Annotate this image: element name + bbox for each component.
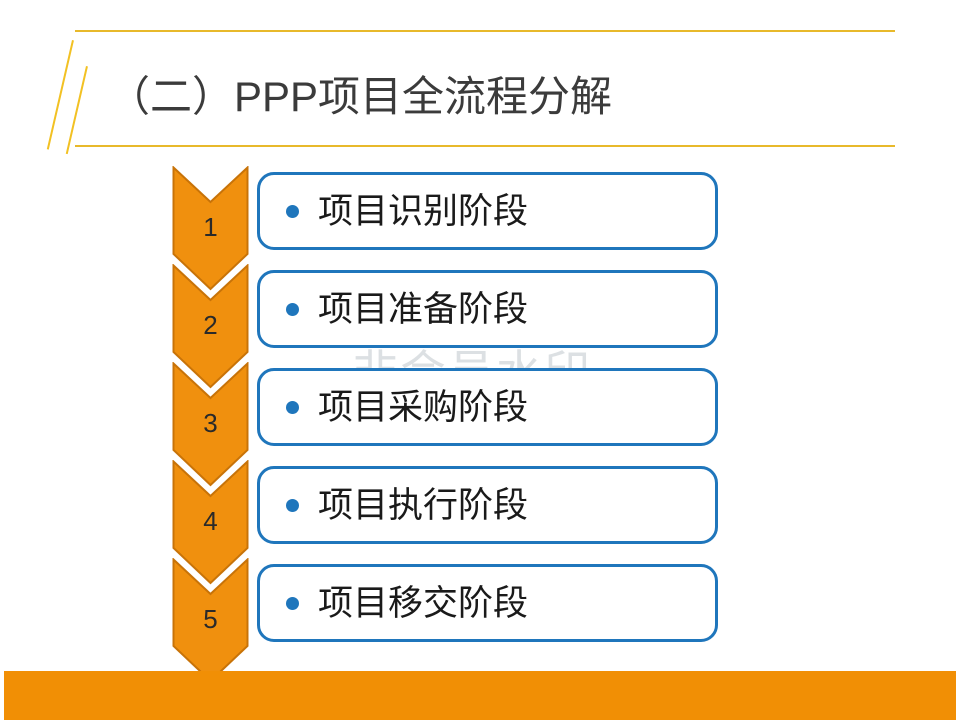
- bullet-icon: [286, 204, 299, 218]
- flow-step-3[interactable]: 3 项目采购阶段: [0, 362, 960, 487]
- title-rule-top: [75, 30, 895, 32]
- flow-step-1[interactable]: 1 项目识别阶段: [0, 166, 960, 291]
- flow-step-5[interactable]: 5 项目移交阶段: [0, 558, 960, 683]
- step-label: 项目识别阶段: [318, 191, 529, 231]
- step-box-5[interactable]: 项目移交阶段: [257, 564, 718, 642]
- step-box-3[interactable]: 项目采购阶段: [257, 368, 718, 446]
- bullet-icon: [286, 400, 299, 414]
- step-box-1[interactable]: 项目识别阶段: [257, 172, 718, 250]
- flow-step-4[interactable]: 4 项目执行阶段: [0, 460, 960, 585]
- step-label: 项目移交阶段: [318, 583, 529, 623]
- bullet-icon: [286, 596, 299, 610]
- step-box-2[interactable]: 项目准备阶段: [257, 270, 718, 348]
- step-label: 项目执行阶段: [318, 485, 529, 525]
- step-label: 项目准备阶段: [318, 289, 529, 329]
- step-box-4[interactable]: 项目执行阶段: [257, 466, 718, 544]
- chevron-5-icon: 5: [172, 558, 249, 683]
- step-label: 项目采购阶段: [318, 387, 529, 427]
- bullet-icon: [286, 302, 299, 316]
- footer-bar: [4, 671, 956, 720]
- page-title: （二）PPP项目全流程分解: [108, 73, 613, 120]
- title-rule-bottom: [75, 145, 895, 147]
- flow-step-2[interactable]: 2 项目准备阶段: [0, 264, 960, 389]
- bullet-icon: [286, 498, 299, 512]
